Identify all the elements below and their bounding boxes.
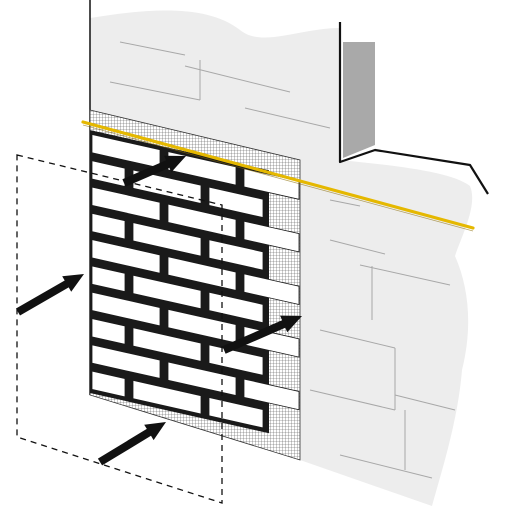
wall-block-joints	[109, 41, 456, 479]
brick-slip	[243, 220, 300, 253]
brick-slip	[208, 291, 264, 324]
brick-slip	[91, 344, 161, 379]
arrow-right-icon	[97, 422, 166, 466]
arrow-right-icon	[122, 155, 186, 187]
brick-slip	[243, 378, 300, 411]
panel-outline-dashed	[16, 154, 223, 504]
brick-slip	[132, 274, 202, 310]
brick-slip	[167, 203, 237, 239]
brick-slip	[167, 361, 237, 397]
brick-slip	[243, 273, 300, 306]
direction-arrows	[16, 155, 302, 466]
level-line-shadow	[82, 124, 474, 232]
brick-slip	[91, 291, 161, 327]
brick-slip	[91, 370, 126, 398]
level-line	[81, 120, 475, 230]
brick-panel	[90, 130, 300, 434]
arrow-right-icon	[222, 315, 302, 354]
brick-slip	[208, 186, 264, 219]
brick-slip	[167, 256, 237, 291]
brick-slip	[132, 379, 202, 415]
brick-slip	[132, 222, 202, 257]
arrow-right-icon	[16, 274, 84, 316]
brick-slip	[91, 265, 126, 293]
brick-slip	[91, 318, 126, 345]
brick-slip	[208, 344, 264, 376]
brick-slip	[91, 239, 161, 274]
brick-slip	[132, 327, 202, 362]
corner-shadow	[343, 42, 375, 158]
brick-slip	[91, 212, 126, 240]
brick-slip	[91, 186, 161, 222]
corner-edge-line	[338, 22, 489, 195]
